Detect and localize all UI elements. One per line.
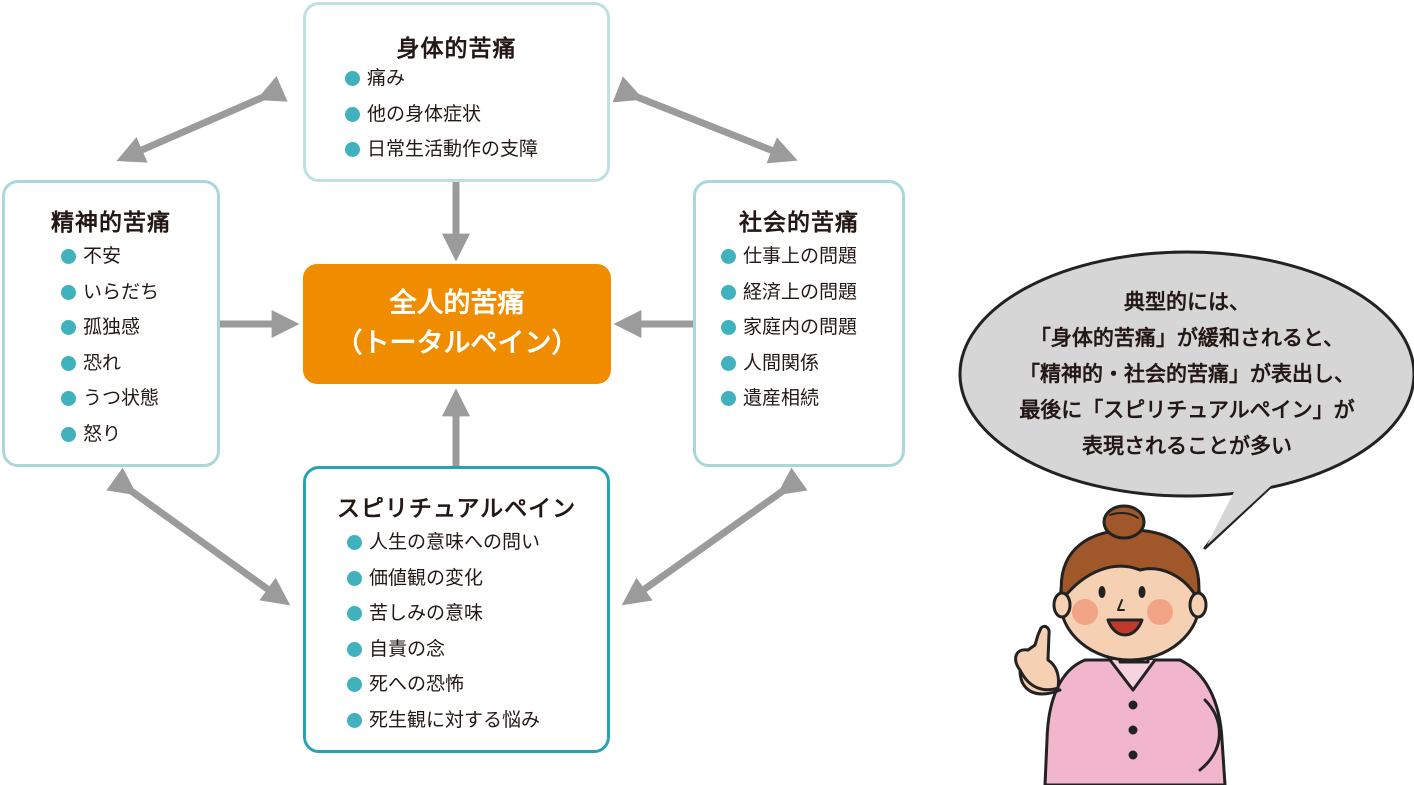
list-item: 経済上の問題 — [721, 275, 857, 311]
speech-line: 典型的には、 — [1124, 290, 1250, 314]
list-item: 価値観の変化 — [347, 561, 540, 597]
physical-pain-box: 身体的苦痛 痛み 他の身体症状 日常生活動作の支障 — [303, 2, 610, 182]
spiritual-pain-title: スピリチュアルペイン — [336, 496, 577, 522]
mental-pain-list: 不安 いらだち 孤独感 恐れ うつ状態 怒り — [61, 239, 159, 452]
nurse-illustration — [1014, 504, 1227, 785]
total-pain-title: 全人的苦痛 — [389, 288, 525, 319]
list-item: 苦しみの意味 — [347, 596, 540, 632]
spiritual-pain-box: スピリチュアルペイン 人生の意味への問い 価値観の変化 苦しみの意味 自責の念 … — [303, 466, 610, 753]
mental-pain-title: 精神的苦痛 — [51, 210, 171, 236]
speech-bubble — [958, 250, 1414, 550]
speech-line: 「身体的苦痛」が緩和されると、 — [1029, 326, 1345, 350]
list-item: いらだち — [61, 275, 159, 311]
list-item: うつ状態 — [61, 381, 159, 417]
list-item: 孤独感 — [61, 310, 159, 346]
list-item: 死への恐怖 — [347, 667, 540, 703]
list-item: 他の身体症状 — [345, 97, 538, 133]
list-item: 恐れ — [61, 346, 159, 382]
total-pain-subtitle: （トータルペイン） — [335, 328, 579, 359]
list-item: 遺産相続 — [721, 381, 857, 417]
speech-line: 最後に「スピリチュアルペイン」が — [1019, 398, 1355, 422]
speech-line: 「精神的・社会的苦痛」が表出し、 — [1019, 362, 1355, 386]
spiritual-pain-list: 人生の意味への問い 価値観の変化 苦しみの意味 自責の念 死への恐怖 死生観に対… — [347, 525, 540, 738]
speech-line: 表現されることが多い — [1082, 434, 1292, 458]
physical-pain-title: 身体的苦痛 — [396, 36, 517, 62]
arrow-social-spiritual — [621, 467, 808, 606]
list-item: 日常生活動作の支障 — [345, 132, 538, 168]
list-item: 人間関係 — [721, 346, 857, 382]
list-item: 人生の意味への問い — [347, 525, 540, 561]
arrow-physical-mental — [116, 76, 288, 163]
mental-pain-box: 精神的苦痛 不安 いらだち 孤独感 恐れ うつ状態 怒り — [2, 180, 220, 467]
list-item: 自責の念 — [347, 632, 540, 668]
list-item: 死生観に対する悩み — [347, 703, 540, 739]
list-item: 仕事上の問題 — [721, 239, 857, 275]
list-item: 怒り — [61, 417, 159, 453]
arrow-mental-spiritual — [106, 467, 291, 606]
arrow-physical-social — [612, 76, 798, 164]
list-item: 不安 — [61, 239, 159, 275]
physical-pain-list: 痛み 他の身体症状 日常生活動作の支障 — [345, 61, 538, 168]
social-pain-title: 社会的苦痛 — [739, 210, 859, 236]
list-item: 家庭内の問題 — [721, 310, 857, 346]
social-pain-list: 仕事上の問題 経済上の問題 家庭内の問題 人間関係 遺産相続 — [721, 239, 857, 417]
speech-text: 典型的には、 「身体的苦痛」が緩和されると、 「精神的・社会的苦痛」が表出し、 … — [962, 284, 1412, 464]
list-item: 痛み — [345, 61, 538, 97]
total-pain-box: 全人的苦痛 （トータルペイン） — [303, 264, 611, 384]
social-pain-box: 社会的苦痛 仕事上の問題 経済上の問題 家庭内の問題 人間関係 遺産相続 — [693, 180, 905, 467]
